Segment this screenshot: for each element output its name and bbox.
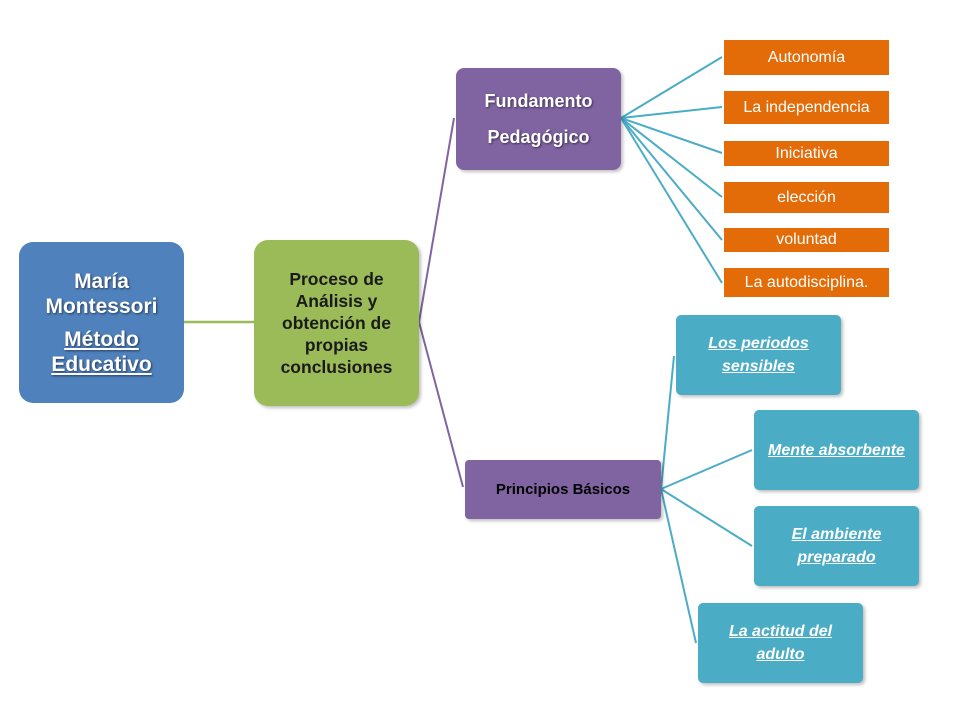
root-node-maria-montessori: María Montessori Método Educativo <box>19 242 184 403</box>
connector-princ-actitud <box>660 488 697 644</box>
principio-label-mente[interactable]: Mente absorbente <box>768 441 905 459</box>
process-node: Proceso de Análisis y obtención de propi… <box>254 240 419 406</box>
fundamento-item-autonomia: Autonomía <box>724 40 889 75</box>
connector-fund-voluntad <box>620 117 723 241</box>
fundamento-node: Fundamento Pedagógico <box>456 68 621 170</box>
principio-link-actitud-adulto[interactable]: La actitud del adulto <box>698 603 863 683</box>
connector-fund-independencia <box>620 106 723 119</box>
fundamento-item-eleccion: elección <box>724 182 889 213</box>
principios-label: Principios Básicos <box>495 481 631 498</box>
connector-process-principios <box>418 321 464 488</box>
fundamento-label-line1: Fundamento <box>484 91 593 111</box>
fundamento-item-independencia: La independencia <box>724 91 889 124</box>
fundamento-label-line2: Pedagógico <box>487 127 590 147</box>
connector-process-fundamento <box>418 117 455 323</box>
principio-link-periodos-sensibles[interactable]: Los periodos sensibles <box>676 315 841 395</box>
fundamento-item-autodisciplina: La autodisciplina. <box>724 268 889 297</box>
process-label: Proceso de Análisis y obtención de propi… <box>280 269 393 377</box>
connector-fund-eleccion <box>620 117 723 198</box>
root-subtitle-link[interactable]: Método Educativo <box>51 327 152 376</box>
principio-label-actitud[interactable]: La actitud del adulto <box>728 623 833 663</box>
principio-link-mente-absorbente[interactable]: Mente absorbente <box>754 410 919 490</box>
fundamento-item-iniciativa: Iniciativa <box>724 141 889 166</box>
principio-label-periodos[interactable]: Los periodos sensibles <box>708 335 809 375</box>
fundamento-item-voluntad: voluntad <box>724 228 889 252</box>
principio-link-ambiente-preparado[interactable]: El ambiente preparado <box>754 506 919 586</box>
principio-label-ambiente[interactable]: El ambiente preparado <box>791 526 882 566</box>
connector-fund-iniciativa <box>620 117 723 154</box>
connector-princ-periodos <box>660 355 675 490</box>
connector-fund-autodisciplina <box>620 117 723 284</box>
connector-princ-mente <box>660 449 753 490</box>
connector-fund-autonomia <box>620 56 723 119</box>
connector-princ-ambiente <box>660 488 753 547</box>
root-title: María Montessori <box>45 269 158 318</box>
principios-node: Principios Básicos <box>465 460 661 519</box>
